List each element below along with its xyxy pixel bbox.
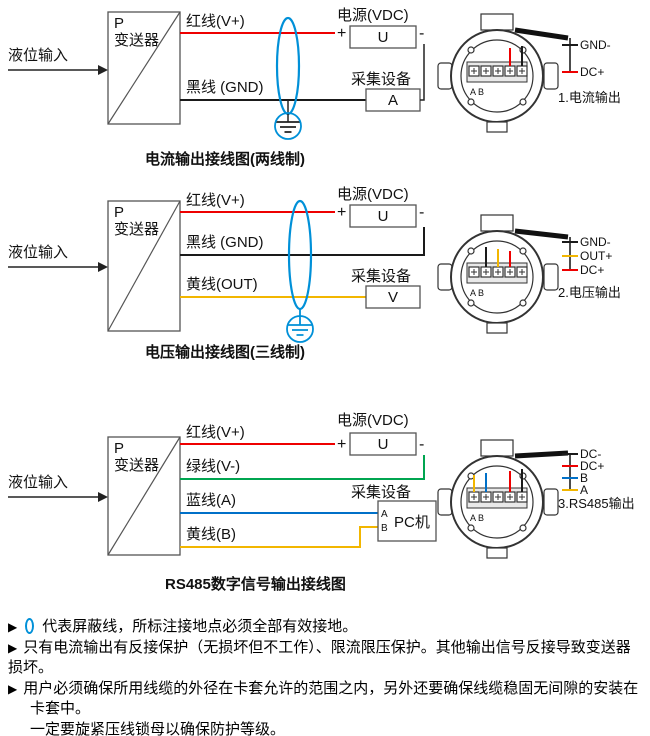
transmitter-label: 变送器 [114,457,159,474]
yellow-wire-label: 黄线(B) [186,526,236,543]
note-text: 只有电流输出有反接保护（无损坏但不工作）、限流限压保护。其他输出信号反接导致变送… [8,639,631,676]
note-text: 一定要旋紧压线锁母以确保防护等级。 [30,721,286,736]
power-unit: U [378,436,389,453]
transmitter-box: P 变送器 [107,11,181,125]
head-label-dc: DC+ [580,65,604,79]
head-label-dcplus: DC+ [580,459,604,473]
cable [514,450,569,459]
diagram-caption: RS485数字信号输出接线图 [165,575,346,593]
power-supply: 电源(VDC) + U - [337,186,424,228]
note-text: 用户必须确保所用线缆的外径在卡套允许的范围之内，另外还要确保线缆稳固无间隙的安装… [23,680,639,717]
input-arrowhead-icon [98,262,108,272]
red-wire-label: 红线(V+) [186,13,245,30]
head-caption: 3.RS485输出 [558,496,635,511]
black-wire-label: 黑线 (GND) [186,234,264,251]
transmitter-head-illustration: A B DC- DC+ B A 3.RS485输出 [437,439,635,559]
power-unit: U [378,208,389,225]
head-label-dcminus: DC- [580,447,601,461]
red-wire-label: 红线(V+) [186,192,245,209]
head-label-out: OUT+ [580,249,612,263]
power-supply: 电源(VDC) + U - [337,7,424,49]
head-label-gnd: GND- [580,38,611,52]
minus-terminal: - [419,25,424,42]
black-wire-label: 黑线 (GND) [186,79,264,96]
pc-terminal-a: A [381,509,388,520]
bullet-triangle-icon: ▶ [8,620,18,634]
collector-label: 采集设备 [351,71,411,88]
meter-unit: V [388,289,398,306]
plus-terminal: + [337,204,346,221]
transmitter-label: 变送器 [114,221,159,238]
head-label-dc: DC+ [580,263,604,277]
minus-terminal: - [419,204,424,221]
note-protection: ▶只有电流输出有反接保护（无损坏但不工作）、限流限压保护。其他输出信号反接导致变… [8,638,644,678]
terminal-letters: A B [470,513,484,523]
shield-line-icon [25,618,35,634]
input-label: 液位输入 [8,244,68,261]
note-cable: ▶ 用户必须确保所用线缆的外径在卡套允许的范围之内，另外还要确保线缆稳固无间隙的安… [8,679,644,719]
head-caption: 2.电压输出 [558,285,621,300]
note-shield: ▶ 代表屏蔽线，所标注接地点必须全部有效接地。 [8,617,644,637]
bullet-triangle-icon: ▶ [8,641,18,655]
transmitter-p-label: P [114,15,124,32]
transmitter-head-illustration: A B GND- OUT+ DC+ 2.电压输出 [437,214,621,334]
head-label-b: B [580,471,588,485]
ground-icon [286,309,314,343]
yellow-wire-label: 黄线(OUT) [186,276,258,293]
blue-wire-label: 蓝线(A) [186,492,236,509]
transmitter-box: P 变送器 [107,436,181,556]
yellow-wire [180,526,378,548]
bullet-triangle-icon: ▶ [8,682,18,696]
input-arrowhead-icon [98,65,108,75]
diagram-voltage-output: 液位输入 P 变送器 红线(V+) 电源(VDC) + U - 黑线 (GND)… [8,186,621,361]
diagram-caption: 电流输出接线图(两线制) [145,150,305,168]
minus-terminal: - [419,436,424,453]
power-label: 电源(VDC) [337,412,409,429]
notes-section: ▶代表屏蔽线，所标注接地点必须全部有效接地。 ▶只有电流输出有反接保护（无损坏但… [0,612,650,736]
collector-device: 采集设备 V [351,268,421,309]
terminal-letters: A B [470,87,484,97]
plus-terminal: + [337,25,346,42]
input-label: 液位输入 [8,474,68,491]
cable [514,27,569,41]
pc-terminal-b: B [381,523,388,534]
head-label-gnd: GND- [580,235,611,249]
head-label-a: A [580,483,588,497]
power-label: 电源(VDC) [337,7,409,24]
diagram-caption: 电压输出接线图(三线制) [145,343,305,361]
transmitter-p-label: P [114,440,124,457]
input-label: 液位输入 [8,47,68,64]
meter-unit: A [388,92,398,109]
note-text: 代表屏蔽线，所标注接地点必须全部有效接地。 [42,618,358,635]
red-wire-label: 红线(V+) [186,424,245,441]
transmitter-box: P 变送器 [107,200,181,332]
power-unit: U [378,29,389,46]
head-caption: 1.电流输出 [558,90,621,105]
input-arrowhead-icon [98,492,108,502]
green-wire [180,455,425,480]
collector-device: 采集设备 A [351,71,421,112]
pc-label: PC机 [394,514,430,531]
cable [514,228,569,240]
green-wire-label: 绿线(V-) [186,458,240,475]
diagram-current-output: 液位输入 P 变送器 红线(V+) 电源(VDC) + U - 黑线 (GND)… [8,7,621,168]
loop-wire [420,44,425,101]
collector-label: 采集设备 [351,484,411,501]
pc-device: 采集设备 A B PC机 [351,484,437,542]
ground-icon [274,100,302,140]
diagram-rs485-output: 液位输入 P 变送器 红线(V+) 电源(VDC) + U - 绿线(V-) 蓝… [8,412,635,593]
transmitter-p-label: P [114,204,124,221]
collector-label: 采集设备 [351,268,411,285]
black-wire [180,227,425,256]
transmitter-head-illustration: A B GND- DC+ 1.电流输出 [437,13,621,133]
transmitter-label: 变送器 [114,32,159,49]
power-supply: 电源(VDC) + U - [337,412,424,456]
note-lock: 一定要旋紧压线锁母以确保防护等级。 [8,720,644,736]
plus-terminal: + [337,436,346,453]
terminal-letters: A B [470,288,484,298]
power-label: 电源(VDC) [337,186,409,203]
